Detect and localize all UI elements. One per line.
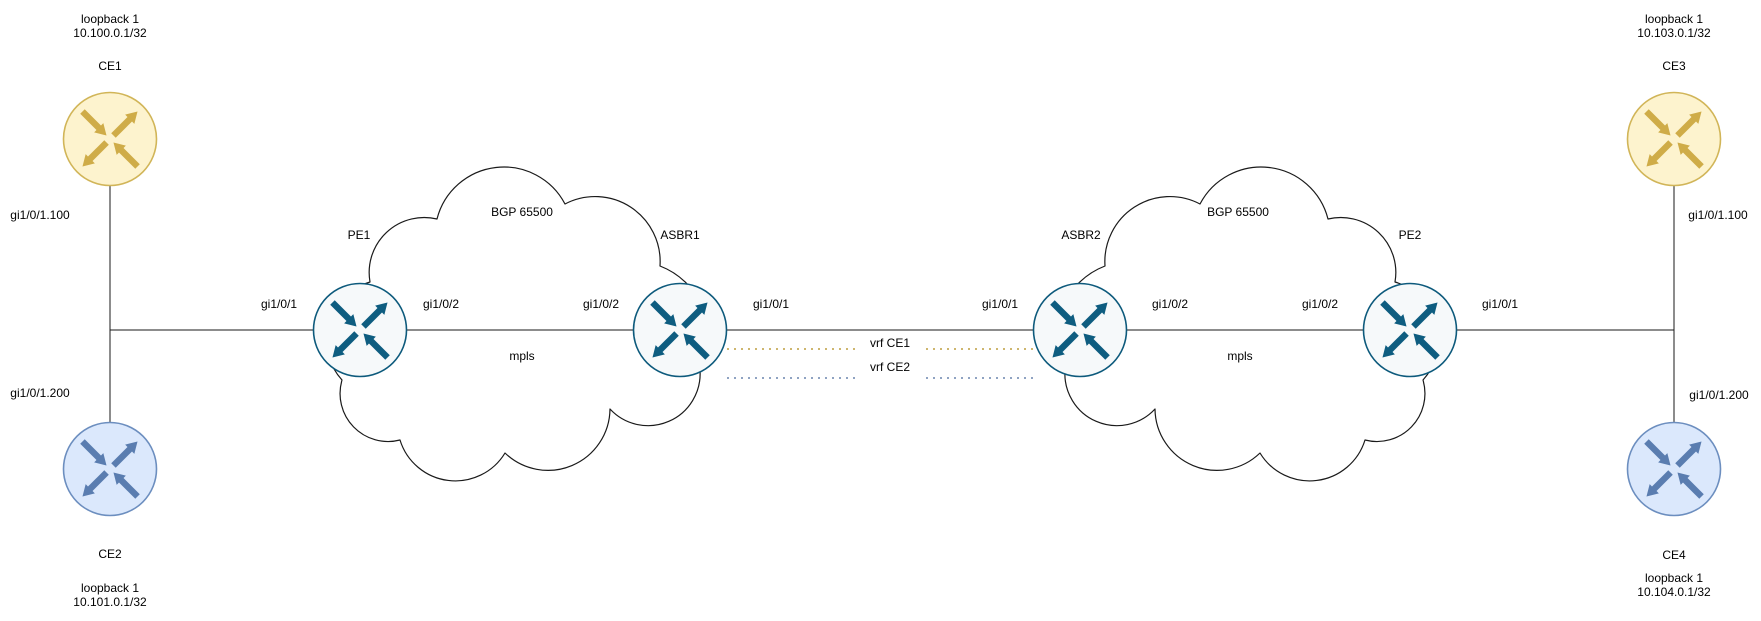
mpls-label-right: mpls bbox=[1227, 348, 1253, 363]
router-icon-asbr2[interactable] bbox=[1033, 283, 1127, 377]
ce4-name-label: CE4 bbox=[1662, 547, 1686, 562]
bgp-label-right: BGP 65500 bbox=[1207, 204, 1269, 219]
router-icon-ce4[interactable] bbox=[1627, 422, 1721, 516]
pe2-name-label: PE2 bbox=[1398, 227, 1422, 242]
pe2-if-right-label: gi1/0/1 bbox=[1481, 296, 1519, 311]
asbr2-if-left-label: gi1/0/1 bbox=[981, 296, 1019, 311]
asbr1-if-left-label: gi1/0/2 bbox=[582, 296, 620, 311]
router-icon-ce3[interactable] bbox=[1627, 92, 1721, 186]
ce4-loopback-label: loopback 1 bbox=[1644, 570, 1704, 585]
router-icon-pe1[interactable] bbox=[313, 283, 407, 377]
bgp-cloud-right[interactable] bbox=[1056, 166, 1440, 482]
router-icon-ce2[interactable] bbox=[63, 422, 157, 516]
ce3-loopback-label: loopback 1 bbox=[1644, 11, 1704, 26]
ce2-interface-label: gi1/0/1.200 bbox=[10, 385, 70, 400]
bgp-cloud-left[interactable] bbox=[325, 166, 709, 482]
router-icon-asbr1[interactable] bbox=[633, 283, 727, 377]
vrf-ce2-label: vrf CE2 bbox=[869, 359, 911, 374]
router-icon-ce1[interactable] bbox=[63, 92, 157, 186]
ce2-loopback-ip: 10.101.0.1/32 bbox=[73, 594, 147, 609]
asbr2-if-right-label: gi1/0/2 bbox=[1151, 296, 1189, 311]
asbr1-if-right-label: gi1/0/1 bbox=[752, 296, 790, 311]
pe2-if-left-label: gi1/0/2 bbox=[1301, 296, 1339, 311]
ce4-interface-label: gi1/0/1.200 bbox=[1689, 387, 1749, 402]
ce1-interface-label: gi1/0/1.100 bbox=[10, 207, 70, 222]
ce1-loopback-ip: 10.100.0.1/32 bbox=[73, 25, 147, 40]
ce3-name-label: CE3 bbox=[1662, 58, 1686, 73]
ce1-name-label: CE1 bbox=[98, 58, 122, 73]
bgp-label-left: BGP 65500 bbox=[491, 204, 553, 219]
pe1-if-right-label: gi1/0/2 bbox=[422, 296, 460, 311]
pe1-if-left-label: gi1/0/1 bbox=[260, 296, 298, 311]
ce3-interface-label: gi1/0/1.100 bbox=[1688, 207, 1748, 222]
ce2-name-label: CE2 bbox=[98, 546, 122, 561]
asbr2-name-label: ASBR2 bbox=[1061, 227, 1101, 242]
asbr1-name-label: ASBR1 bbox=[660, 227, 700, 242]
router-icon-pe2[interactable] bbox=[1363, 283, 1457, 377]
vrf-ce1-label: vrf CE1 bbox=[869, 335, 911, 350]
ce1-loopback-label: loopback 1 bbox=[80, 11, 140, 26]
ce3-loopback-ip: 10.103.0.1/32 bbox=[1637, 25, 1711, 40]
ce4-loopback-ip: 10.104.0.1/32 bbox=[1637, 584, 1711, 599]
ce2-loopback-label: loopback 1 bbox=[80, 580, 140, 595]
mpls-label-left: mpls bbox=[509, 348, 535, 363]
pe1-name-label: PE1 bbox=[347, 227, 371, 242]
